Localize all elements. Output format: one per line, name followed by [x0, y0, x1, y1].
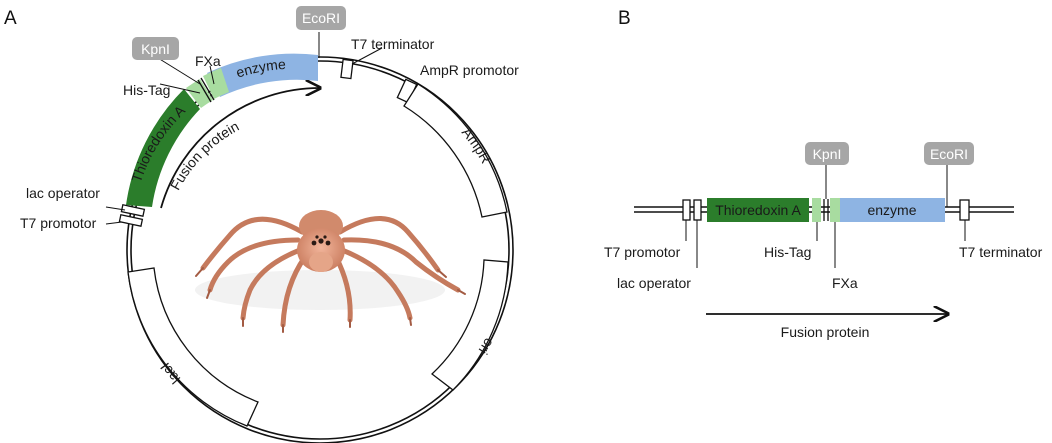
kpni-leader — [157, 57, 201, 85]
spider-image — [195, 210, 466, 333]
t7-promotor-callout: T7 promotor — [20, 215, 97, 231]
thioredoxin-segment — [126, 89, 200, 207]
lac-operator-leader — [105, 206, 126, 211]
fxa-leader — [209, 65, 215, 85]
ori-label: ori — [476, 335, 498, 357]
ecori-site-box — [296, 6, 346, 30]
linear-t7-terminator-box — [959, 199, 970, 221]
linear-ecori-site-label: EcoRI — [930, 146, 968, 162]
laci-segment — [127, 267, 259, 427]
kpni-site-label: KpnI — [141, 41, 170, 57]
linear-lac-operator-box — [693, 199, 702, 221]
linear-enzyme-label: enzyme — [867, 202, 916, 218]
linear-enzyme-segment — [840, 198, 945, 222]
linear-his-tag-callout: His-Tag — [764, 244, 811, 260]
linear-ecori-site-box — [924, 142, 974, 165]
lac-operator-callout: lac operator — [26, 185, 100, 201]
his-tag-segment — [186, 79, 213, 108]
ecori-site-label: EcoRI — [302, 10, 340, 26]
t7-terminator-leader — [351, 47, 383, 65]
t7-terminator-box — [340, 58, 354, 80]
linear-kpni-site-label: KpnI — [813, 146, 842, 162]
t7-promotor-box — [118, 214, 144, 227]
kpni-site-box — [132, 37, 179, 60]
kpni-site-mark-2 — [200, 77, 215, 101]
linear-lac-operator-callout: lac operator — [617, 275, 691, 291]
t7-promotor-leader — [105, 221, 123, 225]
fusion-protein-arrow — [160, 88, 320, 209]
plasmid-backbone-outer — [126, 56, 514, 443]
linear-t7-promotor-box — [682, 199, 691, 221]
ori-segment — [430, 259, 509, 391]
his-tag-leader — [159, 83, 201, 94]
linear-thioredoxin-segment — [707, 198, 809, 222]
linear-t7-terminator-callout: T7 terminator — [959, 244, 1043, 260]
t7-terminator-callout: T7 terminator — [351, 36, 435, 52]
ampr-segment — [403, 83, 508, 218]
linear-t7-promotor-callout: T7 promotor — [604, 244, 681, 260]
plasmid-backbone-inner — [130, 60, 510, 440]
fxa-segment — [203, 68, 229, 99]
his-tag-callout: His-Tag — [123, 82, 170, 98]
fxa-callout: FXa — [195, 53, 221, 69]
linear-fusion-protein-label: Fusion protein — [781, 324, 870, 340]
lac-operator-box — [120, 204, 146, 217]
panel-b: B Thioredoxin A enzyme KpnI EcoRI — [604, 8, 1043, 340]
enzyme-segment — [207, 53, 318, 97]
panel-a-letter: A — [4, 8, 17, 29]
linear-fxa-segment — [830, 198, 840, 222]
linear-fxa-callout: FXa — [832, 275, 858, 291]
linear-his-tag-segment — [812, 198, 821, 222]
ampr-promotor-callout: AmpR promotor — [420, 62, 519, 78]
linear-thioredoxin-label: Thioredoxin A — [715, 202, 801, 218]
panel-b-letter: B — [618, 8, 631, 29]
linear-kpni-site-box — [805, 142, 849, 165]
panel-a: A enzyme Thioredoxin A Fusion protein Am… — [4, 6, 519, 443]
